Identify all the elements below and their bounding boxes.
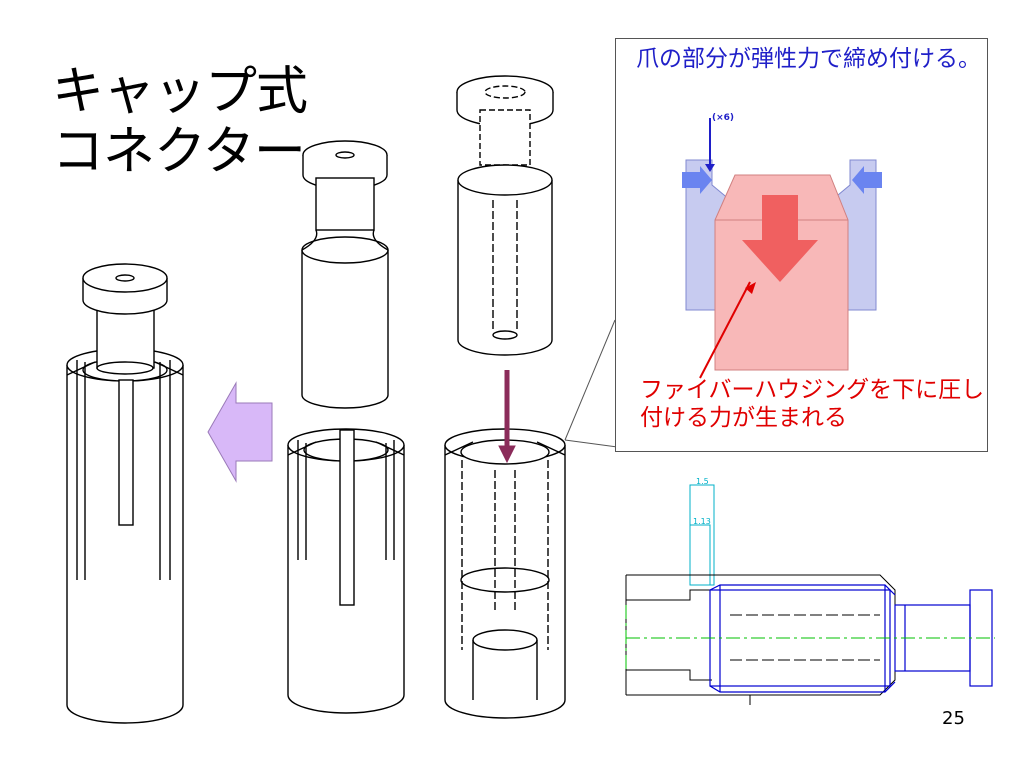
page-title-line-1: キャップ式 (52, 62, 308, 122)
dimension-label-2: 1.13 (693, 517, 711, 526)
claw-count-label: (×6) (712, 113, 735, 123)
assembled-connector (66, 263, 184, 724)
fiber-housing-part (456, 75, 554, 356)
sleeve-part (287, 428, 405, 714)
callout-bottom-text: ファイバーハウジングを下に圧し付ける力が生まれる (640, 377, 985, 431)
page-number: 25 (942, 708, 965, 729)
cap-part (301, 140, 389, 409)
callout-top-text: 爪の部分が弾性力で締め付ける。 (636, 46, 981, 72)
dimension-label-1: 1.5 (696, 477, 709, 486)
page-title-line-2: コネクター (52, 122, 306, 182)
assembly-arrow (498, 370, 516, 464)
result-arrow (207, 381, 273, 483)
sleeve-with-housing-part (444, 428, 566, 719)
